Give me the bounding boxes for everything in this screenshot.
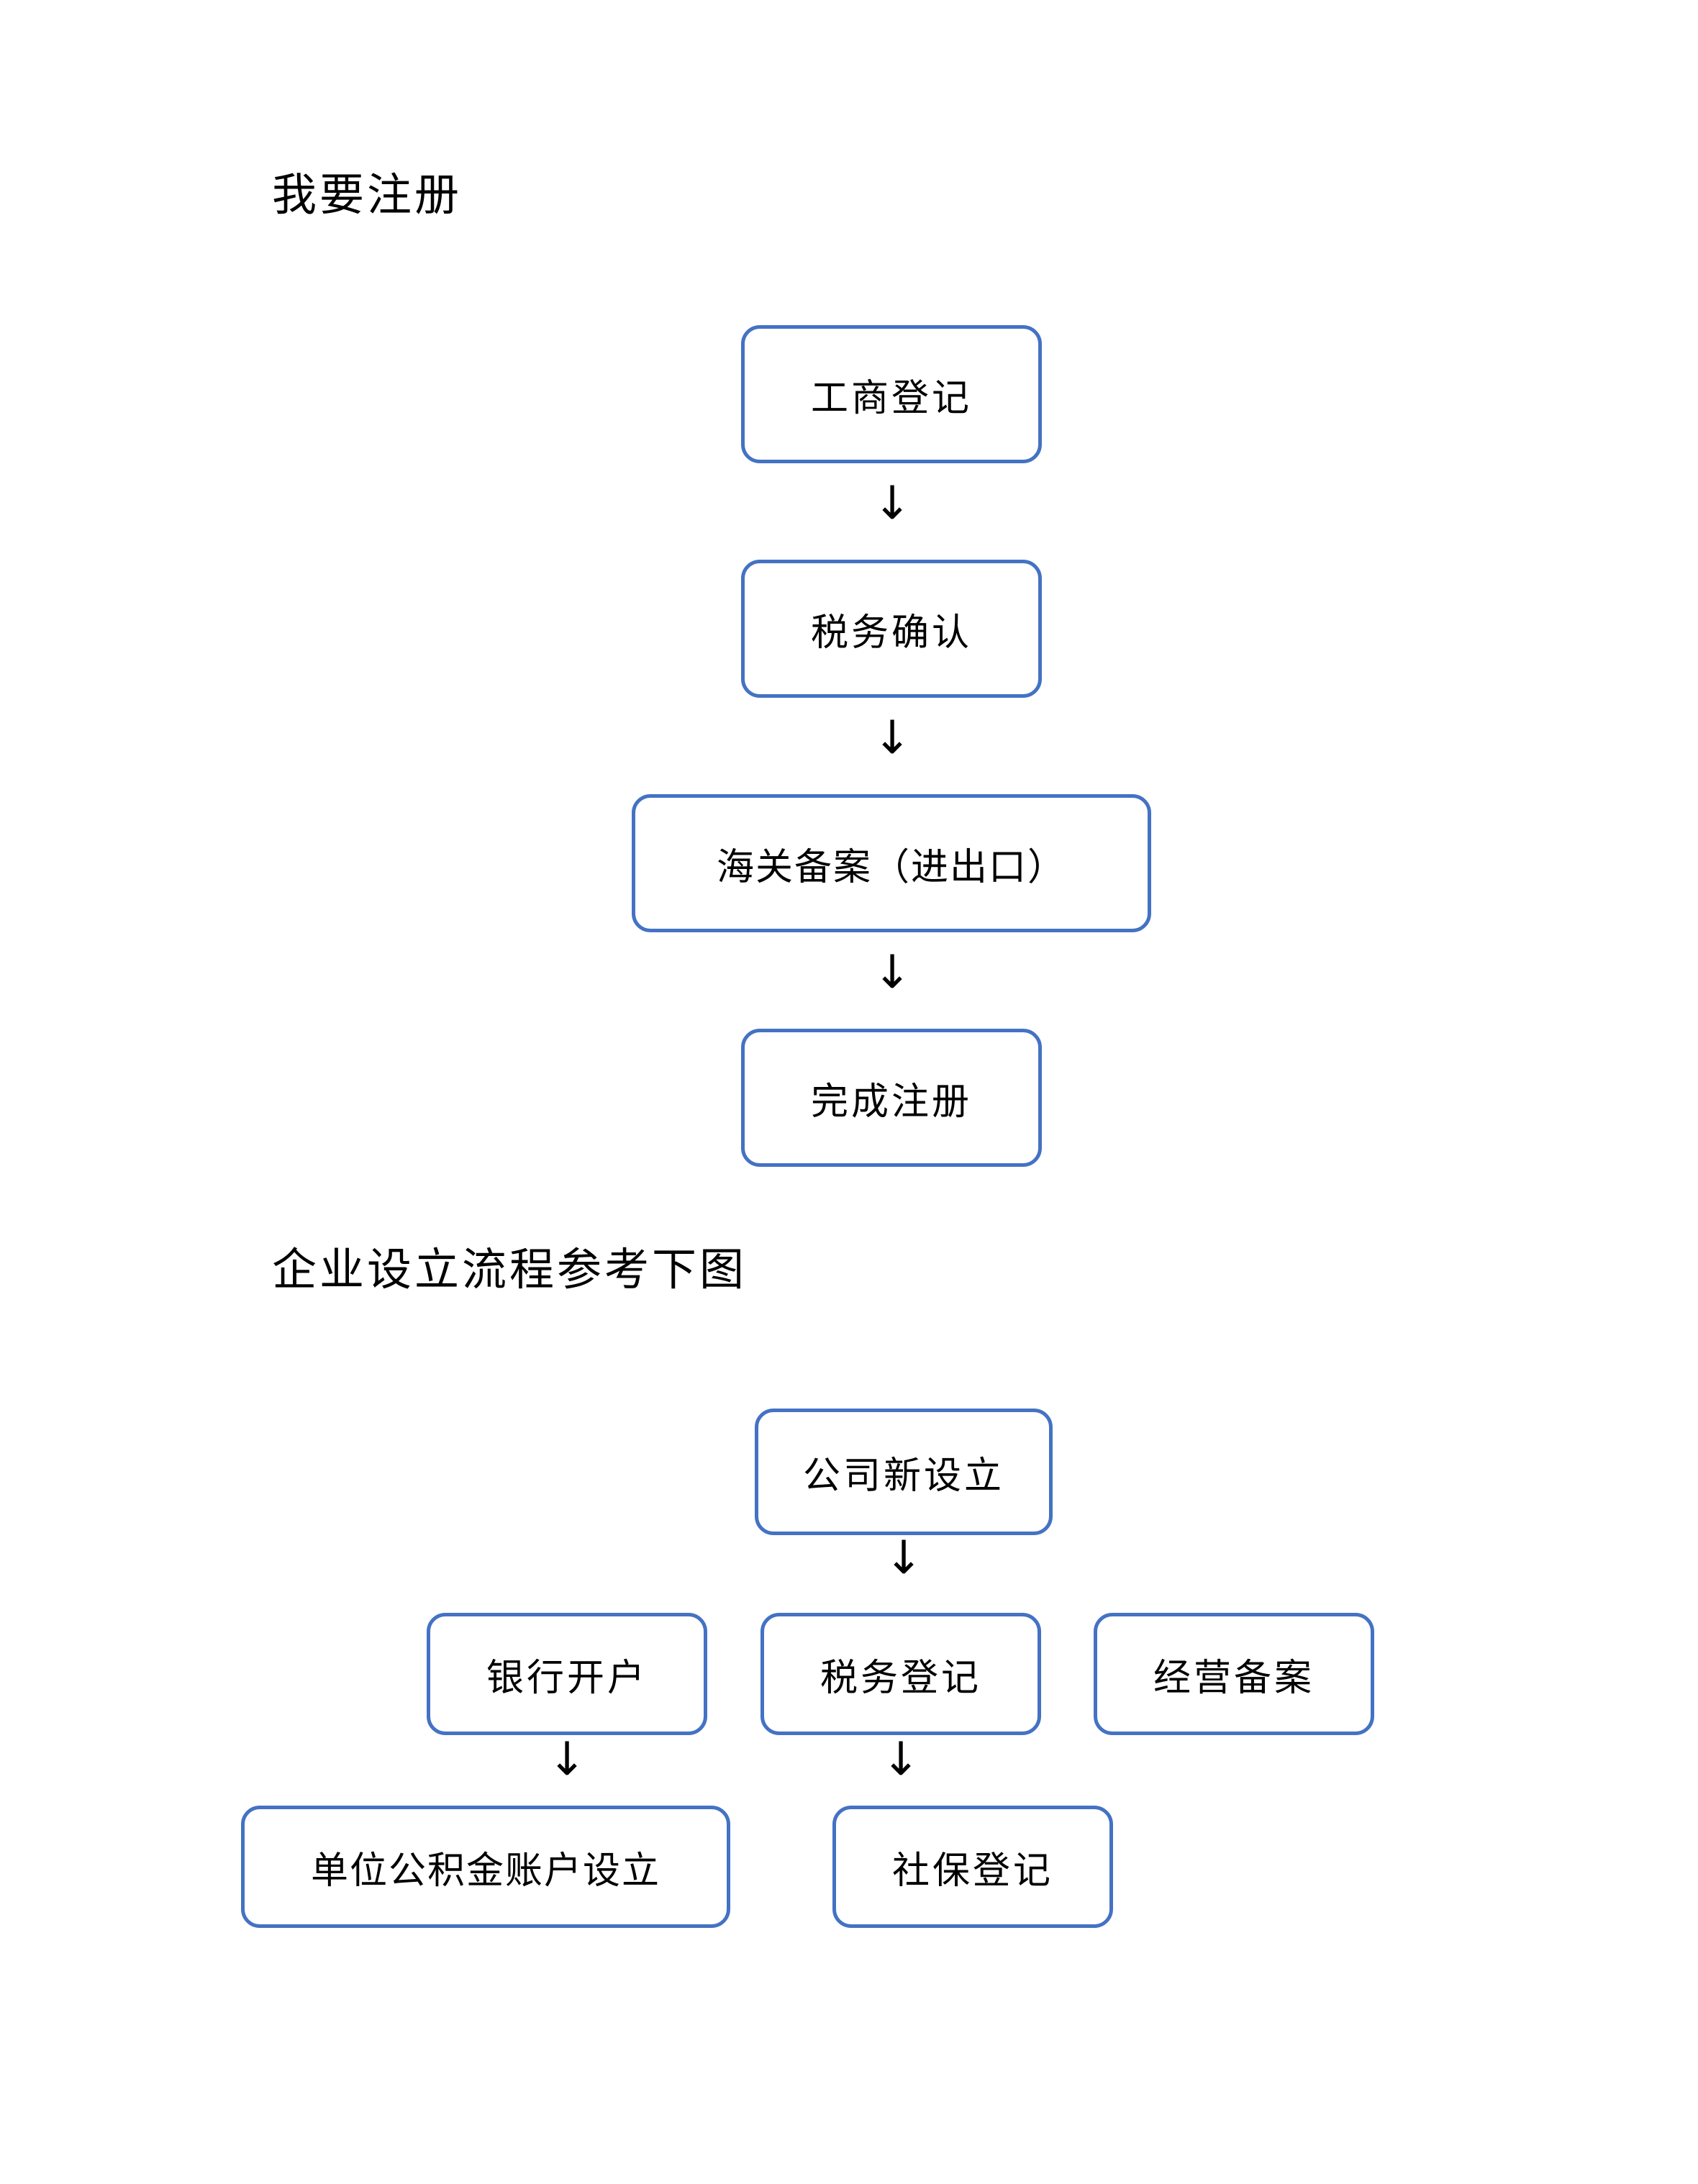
flow-node-customs-filing[interactable]: 海关备案（进出口）: [632, 794, 1151, 932]
page-title-setup: 企业设立流程参考下图: [272, 1243, 748, 1296]
flow-node-complete-registration[interactable]: 完成注册: [741, 1029, 1042, 1167]
flow-node-business-filing[interactable]: 经营备案: [1094, 1613, 1374, 1735]
page-title-register: 我要注册: [272, 168, 463, 221]
flow-node-new-company[interactable]: 公司新设立: [755, 1409, 1053, 1535]
flow-node-business-registration[interactable]: 工商登记: [741, 325, 1042, 463]
flow-node-tax-confirmation[interactable]: 税务确认: [741, 560, 1042, 698]
arrow-down-icon: ↓: [548, 1733, 586, 1786]
arrow-down-icon: ↓: [884, 1532, 923, 1585]
flow-node-tax-registration[interactable]: 税务登记: [761, 1613, 1041, 1735]
flow-node-bank-account[interactable]: 银行开户: [427, 1613, 707, 1735]
arrow-down-icon: ↓: [873, 477, 912, 530]
arrow-down-icon: ↓: [873, 711, 912, 765]
arrow-down-icon: ↓: [873, 946, 912, 999]
flow-node-housing-fund-account[interactable]: 单位公积金账户设立: [241, 1806, 730, 1928]
flow-node-social-insurance[interactable]: 社保登记: [832, 1806, 1113, 1928]
arrow-down-icon: ↓: [881, 1733, 920, 1786]
